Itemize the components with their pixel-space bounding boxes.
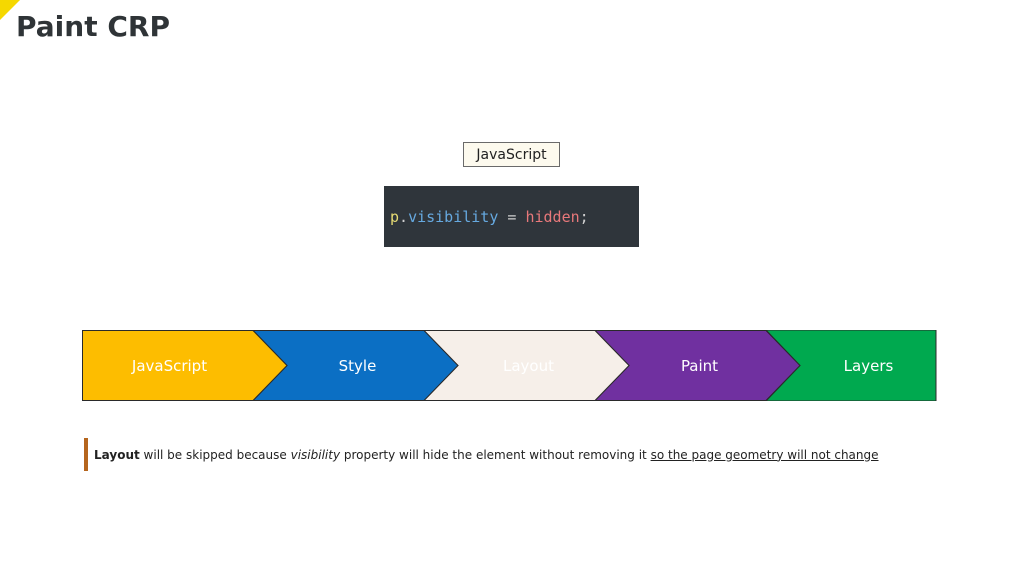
code-terminator: ; (579, 207, 589, 226)
note-italic: visibility (290, 447, 341, 462)
rendering-pipeline: JavaScript Style Layout Paint Layers (82, 330, 937, 401)
code-dot: . (399, 207, 409, 226)
code-value: hidden (525, 207, 580, 226)
code-object: p (390, 207, 400, 226)
corner-accent (0, 0, 20, 20)
code-property: visibility (408, 207, 499, 226)
explanation-note: Layout will be skipped because visibilit… (84, 438, 879, 471)
note-underline: so the page geometry will not change (650, 447, 879, 462)
note-text-1: will be skipped because (139, 447, 291, 462)
code-operator: = (498, 207, 526, 226)
pipeline-stage-label-style: Style (338, 356, 377, 375)
code-block: p.visibility = hidden; (384, 186, 639, 247)
slide-title: Paint CRP (16, 10, 170, 43)
pipeline-stage-javascript (82, 330, 288, 401)
pipeline-stage-label-javascript: JavaScript (131, 356, 208, 375)
pipeline-stage-label-paint: Paint (680, 356, 719, 375)
trigger-label: JavaScript (463, 142, 560, 167)
pipeline-arrows (82, 330, 937, 401)
note-bold: Layout (94, 447, 140, 462)
pipeline-stage-label-layers: Layers (843, 356, 894, 375)
note-text-2: property will hide the element without r… (340, 447, 651, 462)
pipeline-stage-label-layout: Layout (503, 356, 554, 375)
